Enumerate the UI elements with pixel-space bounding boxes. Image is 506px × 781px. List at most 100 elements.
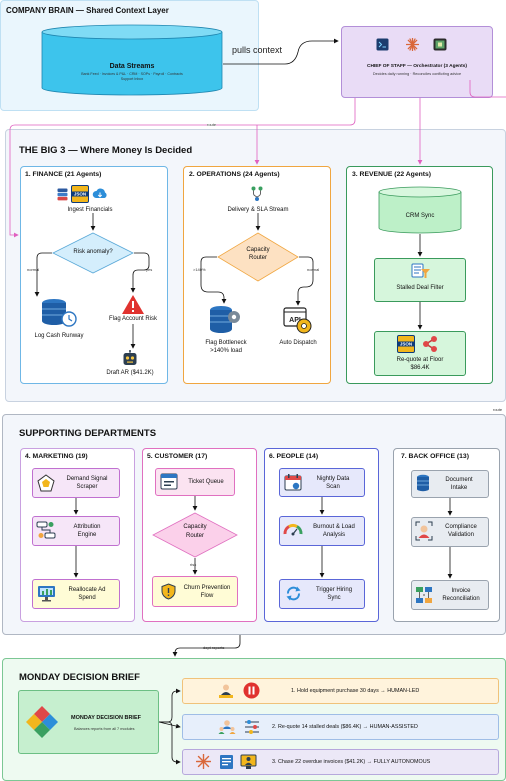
hiring-sync-node xyxy=(279,579,365,609)
bottleneck-database-icon xyxy=(209,305,241,335)
people-n2-line2: Analysis xyxy=(322,532,346,538)
capacity-router-diamond xyxy=(217,232,299,282)
flowchart-icon xyxy=(36,521,56,539)
marketing-n2-line2: Engine xyxy=(77,532,97,538)
pause-icon xyxy=(243,682,260,699)
crm-sync-label: CRM Sync xyxy=(405,213,435,219)
monitor-chart-icon xyxy=(37,585,56,602)
risk-anomaly-diamond xyxy=(52,232,134,274)
code-terminal-icon xyxy=(376,38,389,51)
ops-router-line1: Capacity xyxy=(246,247,270,253)
shield-icon xyxy=(161,583,176,600)
svg-text:JSON: JSON xyxy=(400,342,412,347)
decision-item-1 xyxy=(182,678,499,704)
share-icon xyxy=(421,335,439,353)
monday-title: MONDAY DECISION BRIEF xyxy=(19,672,140,683)
log-database-icon xyxy=(41,298,77,327)
back-office-n1-line1: Document xyxy=(445,477,473,483)
decision-item-2-text: 2. Re-quote 14 stalled deals ($86.4K) → … xyxy=(272,724,418,730)
risk-anomaly-label: Risk anomaly? xyxy=(73,249,113,255)
document-icon xyxy=(219,754,234,770)
big3-route-label: route xyxy=(493,407,503,412)
people-title: 6. PEOPLE (14) xyxy=(269,453,319,460)
schema-icon xyxy=(415,586,433,604)
delivery-sla-label: Delivery & SLA Stream xyxy=(227,207,289,213)
pentagon-icon xyxy=(37,474,55,492)
attribution-node xyxy=(32,516,120,546)
cos-route-label: route xyxy=(207,122,217,127)
finance-card xyxy=(20,166,168,384)
monitor-person-icon xyxy=(240,754,257,770)
data-streams-subtitle: Bank Feed · Invoices & P&L · CRM · SOPs … xyxy=(81,72,183,76)
cloud-download-icon xyxy=(92,187,108,201)
people-n1-line2: Scan xyxy=(326,484,340,490)
big3-title: THE BIG 3 — Where Money Is Decided xyxy=(19,145,193,156)
marketing-n3-line1: Reallocate Ad xyxy=(68,587,106,593)
sliders-icon xyxy=(244,719,260,735)
calendar-icon xyxy=(284,473,302,491)
auto-dispatch-label: Auto Dispatch xyxy=(279,340,317,346)
customer-router-line2: Router xyxy=(185,533,204,539)
filter-icon xyxy=(411,263,431,279)
chief-of-staff-subtitle: Decides daily running · Reconciles confl… xyxy=(372,72,462,76)
robot-icon xyxy=(122,350,138,366)
monday-card-title: MONDAY DECISION BRIEF xyxy=(71,715,141,721)
api-gear-icon: API xyxy=(283,307,313,335)
customer-router-line1: Capacity xyxy=(183,524,207,530)
pulls-context-label: pulls context xyxy=(232,45,283,55)
requote-node xyxy=(374,331,466,376)
marketing-n1-line1: Demand Signal xyxy=(66,476,108,482)
people-n1-line1: Nightly Data xyxy=(316,476,350,482)
people-n3-line1: Trigger Hiring xyxy=(315,587,353,593)
finance-branch-normal: normal xyxy=(27,267,40,272)
svg-text:API: API xyxy=(289,317,301,324)
finance-branch-yes: yes xyxy=(146,267,153,272)
back-office-title: 7. BACK OFFICE (13) xyxy=(401,453,469,460)
customer-branch-risk: risk xyxy=(190,562,197,567)
churn-prevention-node xyxy=(152,576,238,607)
marketing-n3-line2: Spend xyxy=(78,595,96,601)
workflow-icon xyxy=(251,186,263,202)
customer-title: 5. CUSTOMER (17) xyxy=(147,453,208,460)
customer-n3-line1: Churn Prevention xyxy=(183,585,231,591)
data-streams-cylinder xyxy=(41,24,223,96)
requote-json-icon: JSON xyxy=(397,335,415,353)
chip-screen-icon xyxy=(433,38,447,51)
customer-router-diamond xyxy=(152,512,238,558)
brief-starburst-icon xyxy=(195,753,212,770)
requote-line2: $86.4K xyxy=(410,365,430,371)
json-file-icon: JSON xyxy=(71,185,89,203)
decision-item-1-text: 1. Hold equipment purchase 30 days → HUM… xyxy=(291,688,420,694)
people-n3-line2: Sync xyxy=(327,595,341,601)
database-icon xyxy=(57,188,68,201)
diamond-grid-icon xyxy=(25,705,59,739)
ops-branch-left: >140% xyxy=(193,267,206,272)
doc-database-icon xyxy=(416,474,430,492)
decision-item-3-text: 3. Chase 22 overdue invoices ($41.2K) → … xyxy=(272,759,431,765)
team-icon xyxy=(218,719,236,735)
face-scan-icon xyxy=(415,521,433,541)
gauge-icon xyxy=(283,521,303,537)
crm-sync-cylinder xyxy=(378,186,462,234)
customer-n3-line2: Flow xyxy=(200,593,214,599)
svg-text:JSON: JSON xyxy=(74,192,86,197)
company-brain-title: COMPANY BRAIN — Shared Context Layer xyxy=(6,6,169,15)
ingest-financials-label: Ingest Financials xyxy=(67,207,113,213)
supporting-title: SUPPORTING DEPARTMENTS xyxy=(19,428,157,439)
ticket-icon xyxy=(160,473,178,490)
ops-router-line2: Router xyxy=(248,255,267,261)
log-cash-runway-label: Log Cash Runway xyxy=(34,333,84,339)
operations-title: 2. OPERATIONS (24 Agents) xyxy=(189,171,280,178)
dept-reports-label: dept reports xyxy=(203,645,225,650)
requote-line1: Re-quote at Floor xyxy=(396,357,444,363)
warning-icon xyxy=(121,294,145,315)
flag-bottleneck-line1: Flag Bottleneck xyxy=(205,340,247,346)
monday-card-subtitle: Balances reports from all 7 modules xyxy=(74,727,135,731)
revenue-title: 3. REVENUE (22 Agents) xyxy=(352,171,432,178)
back-office-n3-line2: Reconciliation xyxy=(442,596,480,602)
back-office-n2-line1: Compliance xyxy=(445,524,477,530)
data-streams-subtitle-2: Support Inbox xyxy=(120,77,144,81)
ticket-queue-label: Ticket Queue xyxy=(188,479,224,485)
decision-item-2 xyxy=(182,714,499,740)
